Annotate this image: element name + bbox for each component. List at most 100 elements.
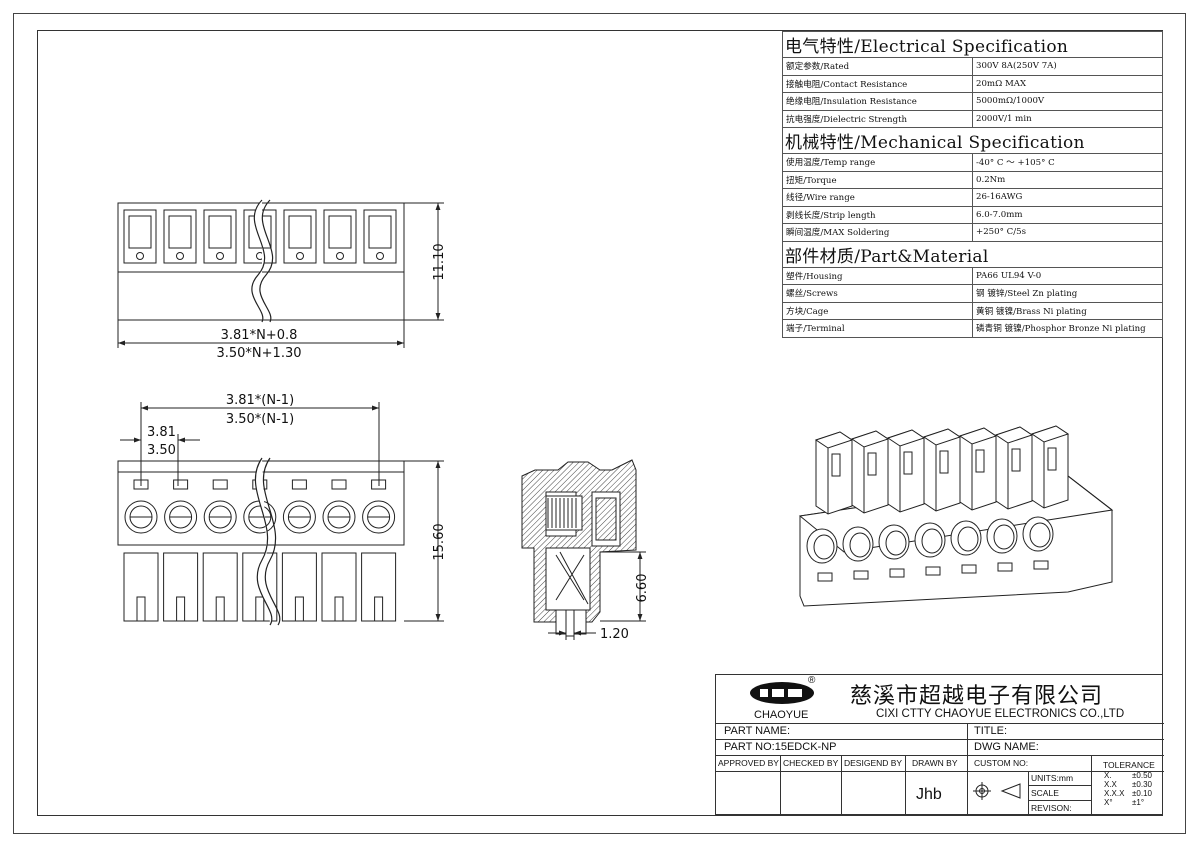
iso-screw-hole-outer bbox=[842, 526, 874, 562]
iso-release-slot bbox=[925, 566, 941, 576]
dim-top-width-a: 3.81*N+0.8 bbox=[221, 328, 298, 343]
pin-tip bbox=[374, 596, 384, 622]
tolerance-value: ±1° bbox=[1132, 798, 1145, 807]
scale-label: SCALE bbox=[1031, 788, 1059, 798]
company-name-cn: 慈溪市超越电子有限公司 bbox=[850, 684, 1104, 709]
part-name-label: PART NAME: bbox=[724, 725, 791, 737]
tolerance-value: ±0.10 bbox=[1132, 789, 1152, 798]
section-title-mechanical: 机械特性/Mechanical Specification bbox=[782, 127, 1163, 154]
front-view-screw-holes bbox=[124, 479, 396, 534]
tolerance-value: ±0.50 bbox=[1132, 771, 1152, 780]
iso-screw-hole-inner bbox=[957, 526, 979, 552]
plug-tower-window bbox=[831, 453, 841, 477]
pin-body bbox=[281, 552, 317, 622]
plug-tower-top bbox=[1030, 425, 1070, 443]
screw-threads bbox=[547, 498, 577, 528]
tolerance-row: X° ±1° bbox=[1104, 798, 1152, 807]
top-slot-dot bbox=[176, 252, 184, 260]
break-line bbox=[251, 199, 266, 323]
logo-text: CHAOYUE bbox=[754, 709, 809, 721]
iso-screw-hole-outer bbox=[878, 524, 910, 560]
pin-body bbox=[202, 552, 238, 622]
plug-tower-window bbox=[939, 450, 949, 474]
dim-pitch-total-b: 3.50*(N-1) bbox=[226, 412, 294, 427]
tolerance-key: X° bbox=[1104, 798, 1113, 807]
iso-screw-hole-outer bbox=[806, 528, 838, 564]
revision-label: REVISON: bbox=[1031, 803, 1072, 813]
pin-tip bbox=[176, 596, 186, 622]
iso-screw-hole-inner bbox=[813, 534, 835, 560]
tolerance-row: X.X.X±0.10 bbox=[1104, 789, 1152, 798]
dim-side-width: 1.20 bbox=[600, 627, 629, 642]
front-view bbox=[117, 402, 444, 626]
iso-screw-hole-outer bbox=[914, 522, 946, 558]
section-title-electrical: 电气特性/Electrical Specification bbox=[782, 31, 1163, 58]
isometric-plug-towers bbox=[814, 425, 1070, 515]
tolerance-row: X.X±0.30 bbox=[1104, 780, 1152, 789]
side-section-view bbox=[521, 459, 646, 640]
top-slot-dot bbox=[216, 252, 224, 260]
top-slot-inner bbox=[208, 215, 232, 249]
title-block: ® CHAOYUE 慈溪市超越电子有限公司 CIXI CTTY CHAOYUE … bbox=[715, 674, 1164, 816]
pin-body bbox=[163, 552, 199, 622]
tolerance-value: ±0.30 bbox=[1132, 780, 1152, 789]
top-slot-inner bbox=[368, 215, 392, 249]
isometric-screw-holes bbox=[806, 516, 1054, 564]
iso-screw-hole-inner bbox=[921, 528, 943, 554]
release-slot bbox=[173, 479, 189, 490]
dim-pitch-a: 3.81 bbox=[147, 425, 176, 440]
pin-tip bbox=[136, 596, 146, 622]
top-slot-dot bbox=[376, 252, 384, 260]
pin-body bbox=[321, 552, 357, 622]
pin-tip bbox=[334, 596, 344, 622]
iso-release-slot bbox=[1033, 560, 1049, 570]
custom-no-label: CUSTOM NO: bbox=[974, 758, 1029, 768]
iso-release-slot bbox=[961, 564, 977, 574]
approved-by-label: APPROVED BY bbox=[718, 758, 779, 768]
section-title-material: 部件材质/Part&Material bbox=[782, 240, 1163, 268]
tolerance-table: X.±0.50 X.X±0.30 X.X.X±0.10 X° ±1° bbox=[1104, 771, 1152, 807]
dim-front-height: 15.60 bbox=[432, 523, 447, 560]
units-label: UNITS:mm bbox=[1031, 773, 1074, 783]
top-slot-inner bbox=[328, 215, 352, 249]
plug-tower-window bbox=[867, 452, 877, 476]
iso-release-slot bbox=[853, 570, 869, 580]
release-slot bbox=[291, 479, 307, 490]
top-view bbox=[117, 199, 444, 348]
projection-symbol bbox=[973, 782, 1021, 800]
top-slot-inner bbox=[128, 215, 152, 249]
iso-screw-hole-inner bbox=[885, 530, 907, 556]
plug-tower-window bbox=[903, 451, 913, 475]
spec-value: 磷青铜 镀镍/Phosphor Bronze Ni plating bbox=[972, 319, 1163, 338]
release-slot bbox=[331, 479, 347, 490]
iso-screw-hole-outer bbox=[1022, 516, 1054, 552]
checked-by-label: CHECKED BY bbox=[783, 758, 839, 768]
tolerance-row: X.±0.50 bbox=[1104, 771, 1152, 780]
pin-tip bbox=[215, 596, 225, 622]
top-slot-dot bbox=[336, 252, 344, 260]
chaoyue-logo bbox=[750, 682, 814, 704]
break-line bbox=[254, 457, 273, 626]
top-slot-dot bbox=[296, 252, 304, 260]
dim-top-height: 11.10 bbox=[432, 243, 447, 280]
registered-mark: ® bbox=[808, 675, 816, 686]
pin-tip bbox=[255, 596, 265, 622]
specification-table: 电气特性/Electrical Specification 额定参数/Rated… bbox=[782, 31, 1163, 338]
top-view-slots bbox=[123, 209, 397, 264]
top-slot-inner bbox=[168, 215, 192, 249]
isometric-release-slots bbox=[817, 560, 1049, 582]
iso-screw-hole-outer bbox=[950, 520, 982, 556]
dwg-name-label: DWG NAME: bbox=[974, 741, 1039, 753]
plug-tower-window bbox=[1047, 447, 1057, 471]
pin-tip bbox=[294, 596, 304, 622]
plug-tower-window bbox=[1011, 448, 1021, 472]
company-name-en: CIXI CTTY CHAOYUE ELECTRONICS CO.,LTD bbox=[876, 708, 1125, 720]
dim-pitch-total-a: 3.81*(N-1) bbox=[226, 393, 294, 408]
iso-screw-hole-inner bbox=[993, 524, 1015, 550]
pin-body bbox=[123, 552, 159, 622]
top-slot-inner bbox=[288, 215, 312, 249]
